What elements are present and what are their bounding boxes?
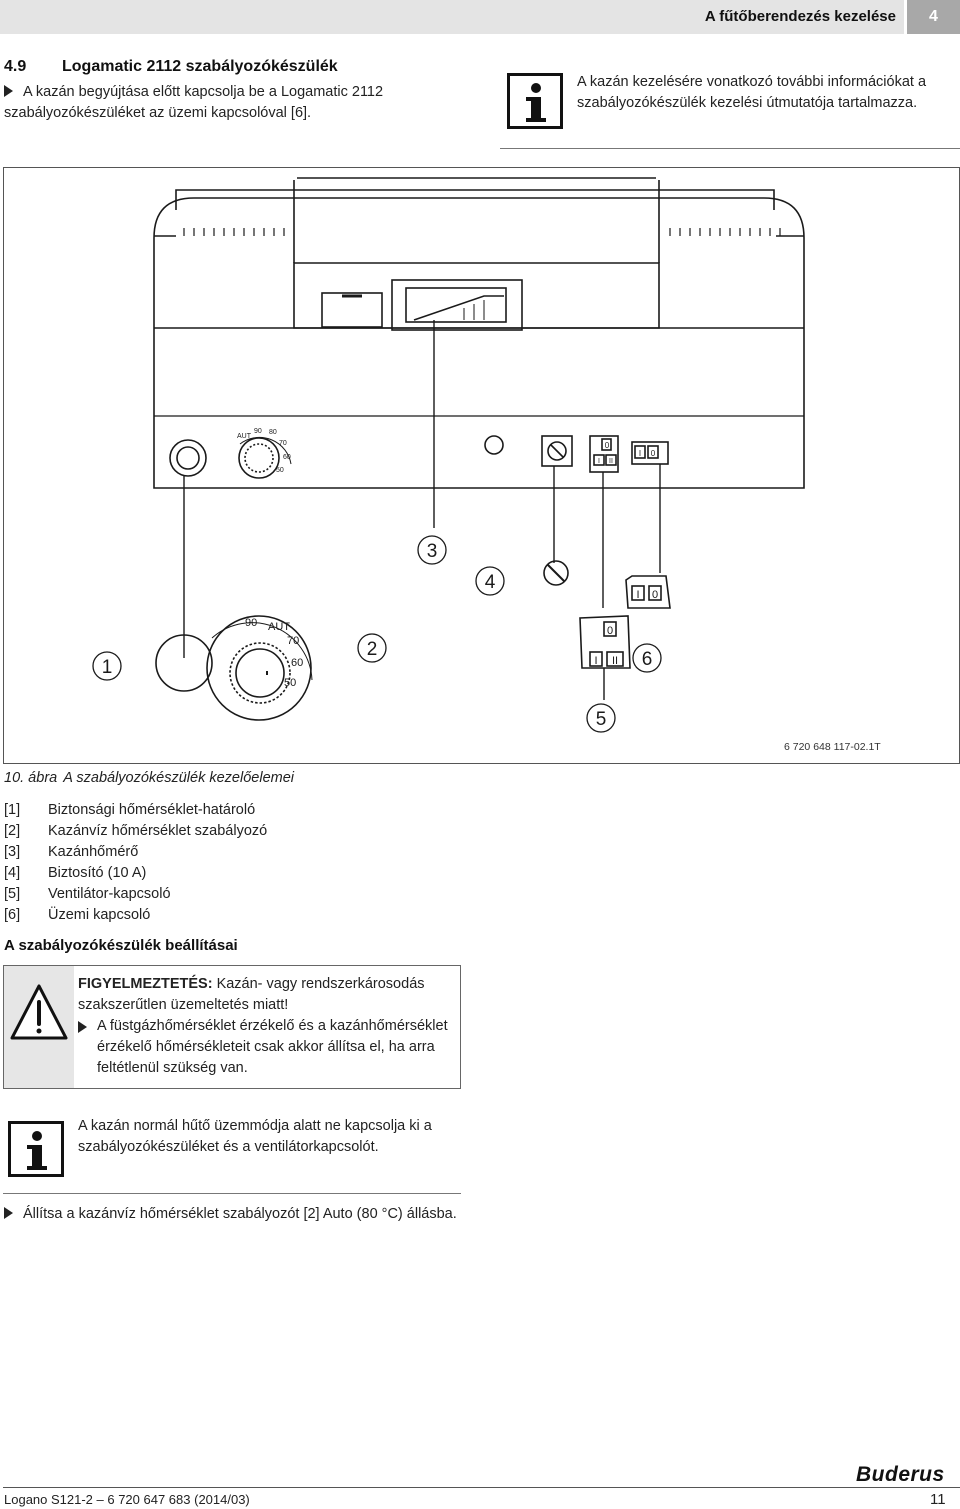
figure-caption-label: 10. ábra bbox=[4, 770, 58, 786]
legend-text: Kazánvíz hőmérséklet szabályozó bbox=[48, 823, 268, 839]
callout-circle-6 bbox=[632, 643, 662, 673]
legend-item: [6] Üzemi kapcsoló bbox=[4, 905, 267, 926]
brand-logo: Buderus bbox=[856, 1463, 945, 1486]
housing-outline bbox=[153, 197, 805, 489]
final-step: Állítsa a kazánvíz hőmérséklet szabályoz… bbox=[4, 1206, 457, 1222]
header-title: A fűtőberendezés kezelése bbox=[704, 8, 896, 25]
small-dial-aut: AUT bbox=[237, 433, 252, 440]
info-box-manual: A kazán kezelésére vonatkozó további inf… bbox=[500, 63, 960, 149]
legend-text: Biztosító (10 A) bbox=[48, 865, 147, 881]
intro-step: A kazán begyújtása előtt kapcsolja be a … bbox=[4, 82, 444, 124]
large-fan-switch-i: I bbox=[594, 655, 597, 667]
section-title: Logamatic 2112 szabályozókészülék bbox=[62, 58, 338, 75]
legend-item: [5] Ventilátor-kapcsoló bbox=[4, 884, 267, 905]
info-icon bbox=[8, 1121, 64, 1177]
warning-triangle-icon bbox=[10, 984, 68, 1040]
legend-item: [1] Biztonsági hőmérséklet-határoló bbox=[4, 800, 267, 821]
step-arrow-icon bbox=[4, 85, 13, 98]
warning-step: A füstgázhőmérséklet érzékelő és a kazán… bbox=[97, 1018, 448, 1076]
vent-left bbox=[183, 228, 285, 236]
callout-circle-1 bbox=[92, 651, 122, 681]
intro-step-text: A kazán begyújtása előtt kapcsolja be a … bbox=[4, 84, 384, 121]
page-number: 11 bbox=[930, 1491, 946, 1508]
small-dial-80: 80 bbox=[269, 429, 277, 436]
callout-4: 4 bbox=[485, 572, 496, 593]
controller-drawing: 1 2 3 4 5 6 AUT 90 80 70 60 50 90 AUT 70… bbox=[92, 177, 805, 733]
small-fan-switch-ii: II bbox=[609, 458, 613, 465]
warning-label: FIGYELMEZTETÉS: bbox=[78, 976, 213, 992]
small-main-switch-0: 0 bbox=[651, 449, 656, 458]
legend-key: [6] bbox=[4, 907, 21, 923]
legend-item: [2] Kazánvíz hőmérséklet szabályozó bbox=[4, 821, 267, 842]
callout-1: 1 bbox=[102, 657, 113, 678]
warning-side-panel bbox=[4, 966, 74, 1088]
legend-key: [2] bbox=[4, 823, 21, 839]
large-fan-switch-ii: II bbox=[612, 655, 618, 667]
info-text-manual: A kazán kezelésére vonatkozó további inf… bbox=[577, 74, 927, 111]
legend-item: [4] Biztosító (10 A) bbox=[4, 863, 267, 884]
footer-document-id: Logano S121-2 – 6 720 647 683 (2014/03) bbox=[4, 1492, 250, 1507]
vent-right bbox=[669, 228, 781, 236]
info-text-cooling: A kazán normál hűtő üzemmódja alatt ne k… bbox=[78, 1118, 432, 1155]
small-main-switch-i: I bbox=[639, 449, 641, 458]
callout-3: 3 bbox=[427, 541, 438, 562]
warning-box: FIGYELMEZTETÉS: Kazán- vagy rendszerkáro… bbox=[3, 965, 461, 1089]
large-main-switch-0: 0 bbox=[652, 589, 658, 601]
legend-key: [3] bbox=[4, 844, 21, 860]
footer-rule bbox=[3, 1487, 960, 1488]
legend-key: [5] bbox=[4, 886, 21, 902]
header-title-background bbox=[0, 0, 904, 34]
small-dial-50: 50 bbox=[276, 467, 284, 474]
warning-content: FIGYELMEZTETÉS: Kazán- vagy rendszerkáro… bbox=[78, 974, 456, 1079]
large-dial-70: 70 bbox=[287, 635, 299, 647]
legend-key: [4] bbox=[4, 865, 21, 881]
warning-text: Kazán- vagy rendszerkárosodás szakszerűt… bbox=[78, 976, 425, 1013]
legend-text: Üzemi kapcsoló bbox=[48, 907, 151, 923]
large-dial-aut: AUT bbox=[268, 621, 290, 633]
callout-circle-2 bbox=[357, 633, 387, 663]
large-dial-50: 50 bbox=[284, 677, 296, 689]
legend-text: Biztonsági hőmérséklet-határoló bbox=[48, 802, 256, 818]
chapter-number: 4 bbox=[907, 0, 960, 34]
callout-2: 2 bbox=[367, 639, 378, 660]
info-icon bbox=[507, 73, 563, 129]
step-arrow-icon bbox=[4, 1207, 13, 1220]
large-dial-60: 60 bbox=[291, 657, 303, 669]
callout-circle-4 bbox=[475, 566, 505, 596]
step-arrow-icon bbox=[78, 1021, 87, 1033]
legend-key: [1] bbox=[4, 802, 21, 818]
info-box-cooling: A kazán normál hűtő üzemmódja alatt ne k… bbox=[3, 1109, 461, 1194]
legend-text: Ventilátor-kapcsoló bbox=[48, 886, 171, 902]
figure-code: 6 720 648 117-02.1T bbox=[784, 741, 881, 753]
small-fan-switch-0: 0 bbox=[605, 441, 610, 450]
figure-caption: 10. ábra A szabályozókészülék kezelőeleme… bbox=[4, 770, 294, 786]
large-dial-90: 90 bbox=[245, 617, 257, 629]
small-dial-60: 60 bbox=[283, 454, 291, 461]
callout-5: 5 bbox=[596, 709, 607, 730]
header-bar: A fűtőberendezés kezelése 4 bbox=[0, 0, 960, 34]
final-step-text: Állítsa a kazánvíz hőmérséklet szabályoz… bbox=[23, 1206, 457, 1222]
section-heading: 4.9 Logamatic 2112 szabályozókészülék bbox=[4, 58, 338, 76]
large-main-switch-i: I bbox=[636, 589, 639, 601]
legend-item: [3] Kazánhőmérő bbox=[4, 842, 267, 863]
section-number: 4.9 bbox=[4, 58, 27, 75]
small-fan-switch-i: I bbox=[598, 458, 600, 465]
controller-figure: 1 2 3 4 5 6 AUT 90 80 70 60 50 90 AUT 70… bbox=[3, 167, 960, 764]
callout-circle-5 bbox=[586, 703, 616, 733]
small-dial-90: 90 bbox=[254, 428, 262, 435]
legend-text: Kazánhőmérő bbox=[48, 844, 139, 860]
settings-heading: A szabályozókészülék beállításai bbox=[4, 937, 238, 954]
figure-legend: [1] Biztonsági hőmérséklet-határoló [2] Ka… bbox=[4, 800, 267, 926]
figure-caption-text: A szabályozókészülék kezelőelemei bbox=[63, 770, 294, 786]
small-dial-70: 70 bbox=[279, 440, 287, 447]
callout-circle-3 bbox=[417, 535, 447, 565]
large-fan-switch-0: 0 bbox=[607, 625, 613, 637]
callout-6: 6 bbox=[642, 649, 653, 670]
